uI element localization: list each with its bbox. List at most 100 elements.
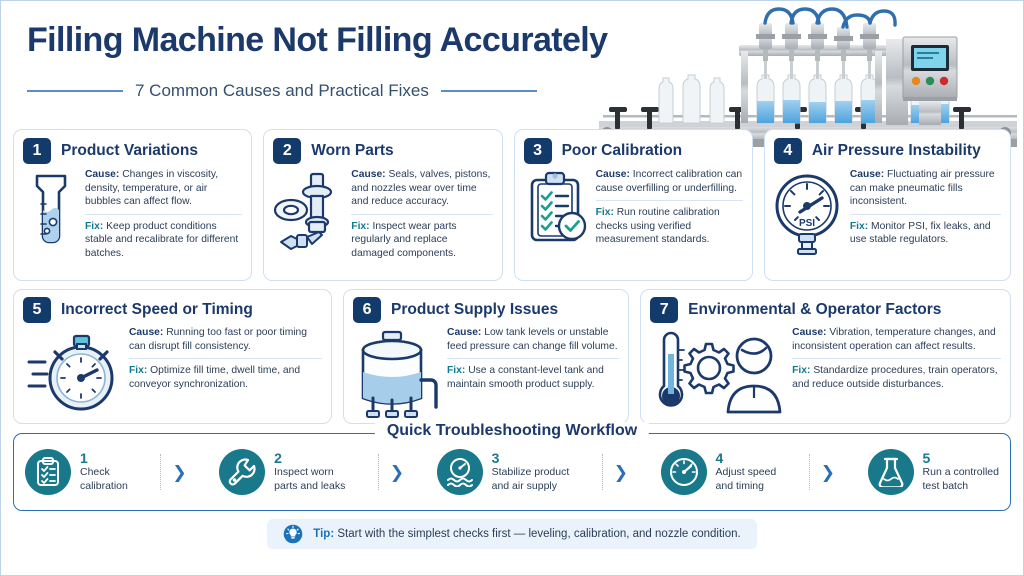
workflow-step-5[interactable]: 5 Run a controlled test batch: [867, 449, 999, 495]
workflow-separator: ❯: [345, 454, 436, 490]
step-number: 5: [922, 449, 931, 466]
subtitle-rule-right: [440, 90, 537, 92]
card-environmental-operator-factors[interactable]: 7 Environmental & Operator Factors: [640, 289, 1011, 424]
card-header: 5 Incorrect Speed or Timing: [23, 297, 322, 323]
card-title: Environmental & Operator Factors: [688, 301, 942, 318]
cause-label: Cause:: [849, 169, 885, 180]
chevron-right-icon: ❯: [172, 462, 187, 482]
card-incorrect-speed-or-timing[interactable]: 5 Incorrect Speed or Timing: [13, 289, 333, 424]
bottle-filling-machine-illustration: [599, 7, 1017, 147]
dotted-divider: [377, 454, 380, 490]
text-divider: [595, 200, 743, 202]
step-text: 2 Inspect worn parts and leaks: [274, 449, 345, 493]
workflow-box: [13, 433, 1011, 511]
fix-label: Fix:: [447, 365, 466, 377]
card-texts: Cause: Vibration, temperature changes, a…: [792, 326, 1001, 420]
card-body: Cause: Seals, valves, pistons, and nozzl…: [273, 165, 493, 273]
cards-row-1: 1 Product Variations Cause: [1, 129, 1023, 281]
workflow-step-1[interactable]: 1 Check calibration: [25, 449, 128, 495]
step-icon-circle: [660, 449, 707, 495]
gauge-waves-icon: [446, 458, 473, 487]
fix-label: Fix:: [85, 220, 104, 232]
workflow-step-3[interactable]: 3 Stabilize product and air supply: [436, 449, 570, 495]
card-body: Cause: Running too fast or poor timing c…: [23, 323, 323, 420]
workflow-step-4[interactable]: 4 Adjust speed and timing: [660, 449, 776, 495]
cause-text: Cause: Seals, valves, pistons, and nozzl…: [351, 169, 491, 208]
card-air-pressure-instability[interactable]: 4 Air Pressure Instability: [763, 129, 1011, 281]
card-number-badge: 1: [23, 138, 51, 164]
cause-text: Cause: Low tank levels or unstable feed …: [447, 327, 618, 352]
subtitle-group: 7 Common Causes and Practical Fixes: [27, 81, 537, 101]
card-body: Cause: Low tank levels or unstable feed …: [353, 323, 620, 420]
stopwatch-icon: [27, 334, 114, 411]
card-product-supply-issues[interactable]: 6 Product Supply Issues: [343, 289, 630, 424]
cause-label: Cause:: [792, 327, 827, 338]
step-icon-circle: [219, 449, 266, 495]
step-number: 4: [715, 449, 724, 466]
workflow-section: Quick Troubleshooting Workflow 1 Che: [13, 422, 1011, 511]
step-label: Stabilize product and air supply: [491, 466, 570, 492]
card-title: Product Supply Issues: [391, 301, 559, 318]
dotted-divider: [808, 454, 811, 490]
page-title: Filling Machine Not Filling Accurately: [27, 21, 608, 59]
step-icon-circle: [867, 449, 914, 495]
text-divider: [85, 213, 243, 215]
icon-box: PSI: [774, 168, 844, 273]
speedometer-icon: [669, 458, 698, 486]
pressure-gauge-icon: PSI: [775, 174, 839, 255]
gauge-psi-label: PSI: [799, 218, 815, 229]
tip-bar: Tip: Start with the simplest checks firs…: [267, 519, 757, 549]
step-icon-circle: [25, 449, 71, 495]
step-number: 3: [491, 449, 500, 466]
fix-text: Fix: Use a constant-level tank and maint…: [447, 365, 604, 390]
piston-seal-icon: [274, 172, 333, 250]
lightbulb-icon: [283, 524, 303, 544]
step-text: 3 Stabilize product and air supply: [491, 449, 570, 493]
step-text: 1 Check calibration: [80, 449, 128, 493]
fix-text: Fix: Standardize procedures, train opera…: [792, 365, 998, 390]
step-icon-circle: [436, 449, 483, 495]
dotted-divider: [601, 454, 604, 490]
icon-box: [273, 168, 345, 273]
card-title: Air Pressure Instability: [811, 142, 981, 159]
fix-text: Fix: Inspect wear parts regularly and re…: [351, 220, 457, 259]
clipboard-check-icon: [530, 171, 586, 242]
card-poor-calibration[interactable]: 3 Poor Calibration: [513, 129, 753, 281]
clipboard-check-icon: [37, 457, 59, 486]
step-number: 2: [274, 449, 282, 466]
tip-section: Tip: Start with the simplest checks firs…: [1, 519, 1023, 549]
icon-box: [524, 168, 590, 273]
card-header: 4 Air Pressure Instability: [773, 137, 1001, 165]
card-product-variations[interactable]: 1 Product Variations Cause: [13, 129, 253, 281]
beaker-icon: [35, 174, 67, 244]
flask-icon: [878, 457, 903, 487]
card-title: Worn Parts: [311, 142, 394, 159]
card-texts: Cause: Fluctuating air pressure can make…: [849, 168, 1001, 273]
fix-label: Fix:: [595, 207, 614, 219]
tip-label: Tip:: [313, 528, 335, 540]
card-number-badge: 4: [773, 138, 802, 164]
workflow-separator: ❯: [776, 454, 867, 490]
workflow-steps: 1 Check calibration ❯ 2 Inspect worn pa: [13, 433, 1011, 511]
card-number-badge: 2: [273, 138, 302, 164]
card-texts: Cause: Seals, valves, pistons, and nozzl…: [351, 168, 493, 273]
card-header: 6 Product Supply Issues: [353, 297, 619, 323]
fix-label: Fix:: [792, 365, 811, 377]
card-header: 2 Worn Parts: [273, 137, 492, 165]
card-number-badge: 3: [523, 138, 552, 164]
card-header: 1 Product Variations: [23, 137, 242, 165]
card-texts: Cause: Changes in viscosity, density, te…: [85, 168, 243, 273]
fix-text: Fix: Run routine calibration checks usin…: [595, 207, 720, 246]
wrench-icon: [228, 458, 256, 486]
card-body: Cause: Changes in viscosity, density, te…: [23, 165, 243, 273]
card-title: Product Variations: [61, 142, 198, 159]
step-label: Run a controlled test batch: [922, 466, 999, 492]
card-worn-parts[interactable]: 2 Worn Parts: [263, 129, 503, 281]
card-number-badge: 5: [23, 297, 51, 323]
step-number: 1: [80, 449, 88, 466]
fix-text: Fix: Keep product conditions stable and …: [85, 220, 239, 259]
card-number-badge: 6: [353, 297, 382, 323]
card-header: 3 Poor Calibration: [523, 137, 743, 165]
card-body: Cause: Vibration, temperature changes, a…: [650, 323, 1001, 420]
workflow-step-2[interactable]: 2 Inspect worn parts and leaks: [219, 449, 345, 495]
